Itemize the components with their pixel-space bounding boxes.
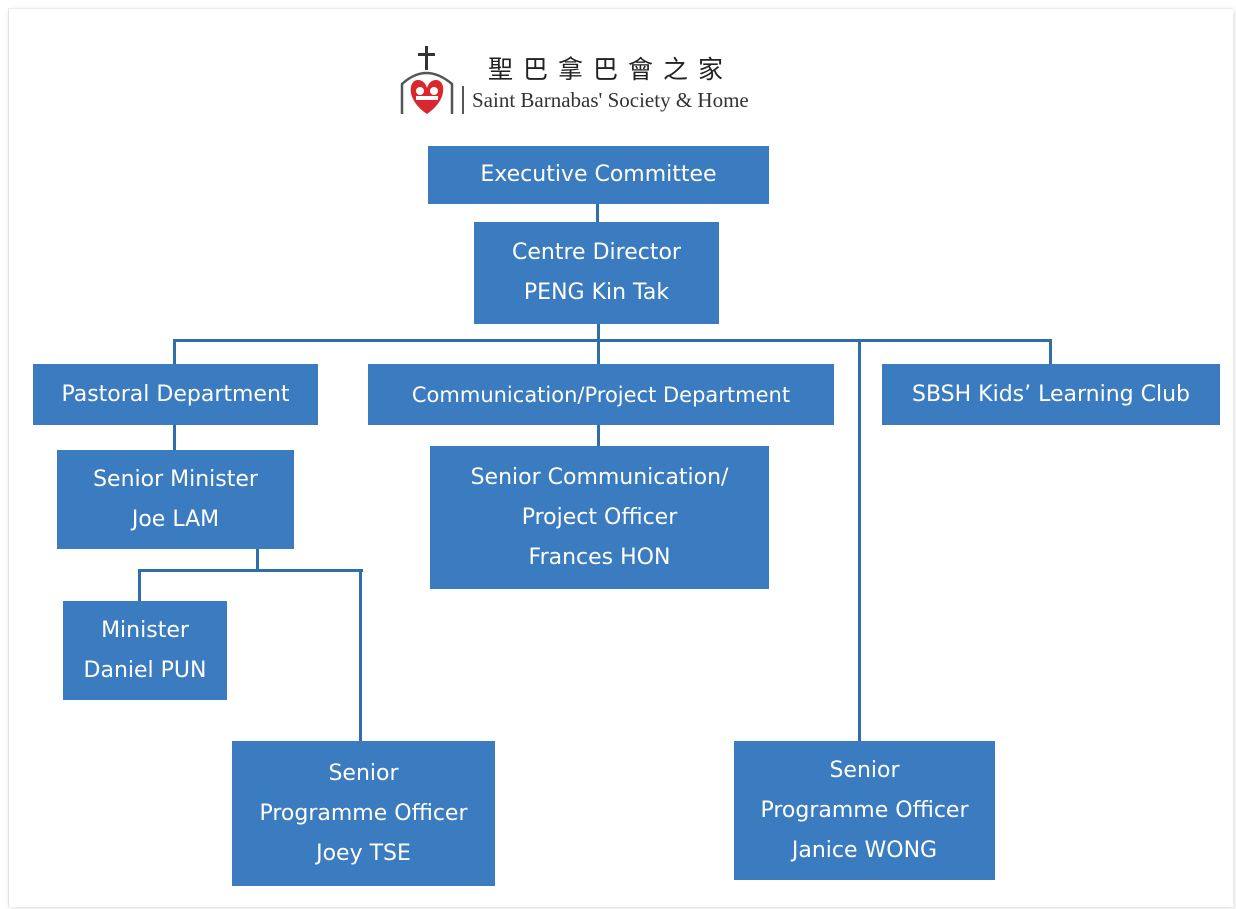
connector-committee-director [596, 203, 599, 223]
senior-programme-officer-janice-box: Senior Programme Officer Janice WONG [734, 741, 995, 880]
executive-committee-box: Executive Committee [428, 146, 769, 204]
senior-programme-officer-joey-box: Senior Programme Officer Joey TSE [232, 741, 495, 886]
connector-to-kids-club [1049, 339, 1052, 365]
senior-programme-officer-joey-title-line2: Programme Officer [259, 800, 468, 826]
kids-club-title: SBSH Kids’ Learning Club [911, 381, 1190, 407]
senior-minister-title: Senior Minister [93, 466, 258, 492]
connector-communication-senior-officer [597, 424, 600, 447]
senior-minister-box: Senior Minister Joe LAM [57, 450, 294, 549]
pastoral-department-title: Pastoral Department [61, 381, 290, 407]
pastoral-department-box: Pastoral Department [33, 364, 318, 425]
minister-title: Minister [101, 617, 189, 643]
connector-minister-horizontal [138, 569, 363, 572]
connector-to-minister [138, 569, 141, 602]
communication-department-box: Communication/Project Department [368, 364, 834, 425]
centre-director-title: Centre Director [512, 240, 681, 265]
connector-to-communication [597, 339, 600, 365]
cross-heart-logo-icon [400, 46, 454, 114]
connector-to-joey [359, 569, 362, 742]
connector-pastoral-senior-minister [173, 424, 176, 451]
logo-chinese-name: 聖巴拿巴會之家 [488, 55, 734, 84]
senior-communication-officer-title-line1: Senior Communication/ [470, 464, 729, 490]
connector-to-janice [858, 339, 861, 742]
senior-minister-name: Joe LAM [131, 506, 220, 532]
centre-director-box: Centre Director PENG Kin Tak [474, 222, 719, 324]
minister-name: Daniel PUN [83, 657, 207, 683]
senior-communication-officer-box: Senior Communication/ Project Officer Fr… [430, 446, 769, 589]
senior-programme-officer-janice-name: Janice WONG [791, 837, 938, 863]
executive-committee-title: Executive Committee [480, 162, 717, 187]
connector-director-down [597, 323, 600, 341]
organization-logo: 聖巴拿巴會之家 Saint Barnabas' Society & Home [396, 44, 816, 124]
connector-senior-minister-down [256, 548, 259, 571]
senior-programme-officer-janice-title-line1: Senior [829, 757, 900, 783]
logo-divider [462, 86, 464, 114]
senior-programme-officer-joey-name: Joey TSE [316, 840, 411, 866]
kids-club-box: SBSH Kids’ Learning Club [882, 364, 1220, 425]
senior-programme-officer-janice-title-line2: Programme Officer [760, 797, 969, 823]
senior-communication-officer-name: Frances HON [528, 544, 671, 570]
connector-to-pastoral [173, 339, 176, 365]
logo-english-name: Saint Barnabas' Society & Home [472, 88, 749, 112]
communication-department-title: Communication/Project Department [411, 382, 791, 407]
senior-programme-officer-joey-title-line1: Senior [328, 760, 399, 786]
senior-communication-officer-title-line2: Project Officer [521, 504, 678, 530]
centre-director-name: PENG Kin Tak [523, 280, 670, 305]
connector-main-horizontal [173, 339, 1052, 342]
minister-box: Minister Daniel PUN [63, 601, 227, 700]
